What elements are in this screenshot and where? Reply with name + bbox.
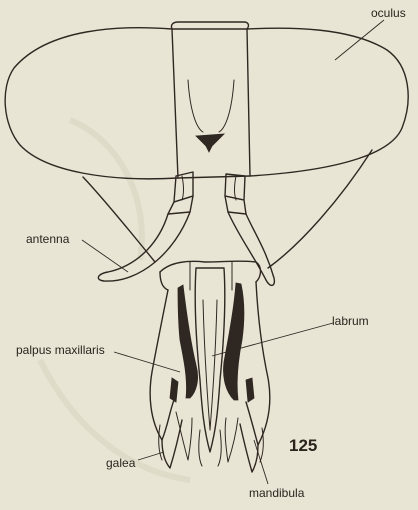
frons bbox=[171, 22, 250, 178]
right-eye bbox=[247, 28, 408, 176]
clypeus bbox=[160, 261, 261, 290]
right-antenna-flagellum bbox=[228, 212, 274, 285]
label-palpus-maxillaris: palpus maxillaris bbox=[16, 343, 105, 357]
oculus-leader bbox=[335, 20, 384, 60]
page-show-through bbox=[40, 120, 190, 480]
left-antenna-pedicel bbox=[168, 196, 193, 214]
label-galea: galea bbox=[106, 456, 136, 470]
frontal-notch bbox=[196, 134, 224, 152]
galea-leader bbox=[138, 452, 164, 460]
right-mandible bbox=[246, 282, 270, 445]
mouthparts bbox=[150, 268, 270, 472]
palpus-maxillaris-leader bbox=[114, 352, 180, 372]
antenna-leader bbox=[82, 240, 128, 272]
label-mandibula: mandibula bbox=[249, 486, 305, 500]
label-oculus: oculus bbox=[371, 6, 406, 20]
figure-number: 125 bbox=[289, 436, 317, 455]
label-antenna: antenna bbox=[26, 232, 70, 246]
labels: oculus antenna labrum palpus maxillaris … bbox=[16, 6, 406, 500]
left-galea bbox=[162, 420, 182, 468]
label-labrum: labrum bbox=[332, 314, 369, 328]
compound-eyes bbox=[5, 28, 408, 179]
antennae bbox=[98, 172, 274, 285]
left-mandible bbox=[150, 290, 174, 440]
right-palpus-maxillaris bbox=[223, 283, 243, 400]
right-galea bbox=[240, 424, 258, 472]
left-eye bbox=[5, 28, 178, 179]
